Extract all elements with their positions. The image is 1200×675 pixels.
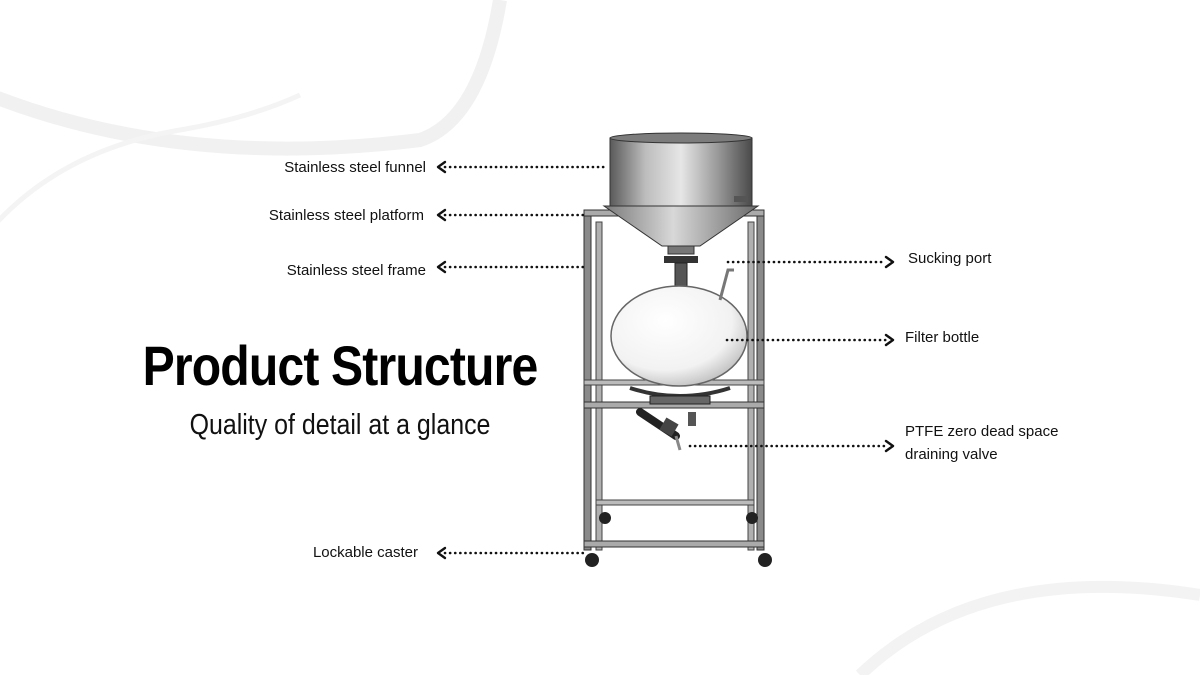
label-platform: Stainless steel platform — [268, 207, 424, 224]
label-sucking-port: Sucking port — [908, 250, 992, 267]
callout-line-filter-bottle — [725, 333, 895, 347]
draining-valve — [636, 408, 696, 451]
filter-bottle — [610, 268, 748, 405]
label-caster: Lockable caster — [312, 544, 418, 561]
label-frame: Stainless steel frame — [286, 262, 426, 279]
callout-line-caster — [436, 546, 588, 560]
callout-line-frame — [436, 260, 586, 274]
callout-line-funnel — [436, 160, 610, 174]
callout-line-valve — [688, 439, 895, 453]
label-funnel: Stainless steel funnel — [284, 159, 426, 176]
callout-line-platform — [436, 208, 586, 222]
stainless-funnel — [602, 132, 760, 294]
heading-block: Product Structure Quality of detail at a… — [90, 335, 590, 442]
label-valve-line2: draining valve — [905, 446, 998, 463]
label-valve-line1: PTFE zero dead space — [905, 423, 1059, 440]
page-title: Product Structure — [142, 334, 539, 397]
callout-line-sucking-port — [726, 255, 895, 269]
label-filter-bottle: Filter bottle — [905, 329, 980, 346]
page-subtitle: Quality of detail at a glance — [189, 408, 491, 441]
